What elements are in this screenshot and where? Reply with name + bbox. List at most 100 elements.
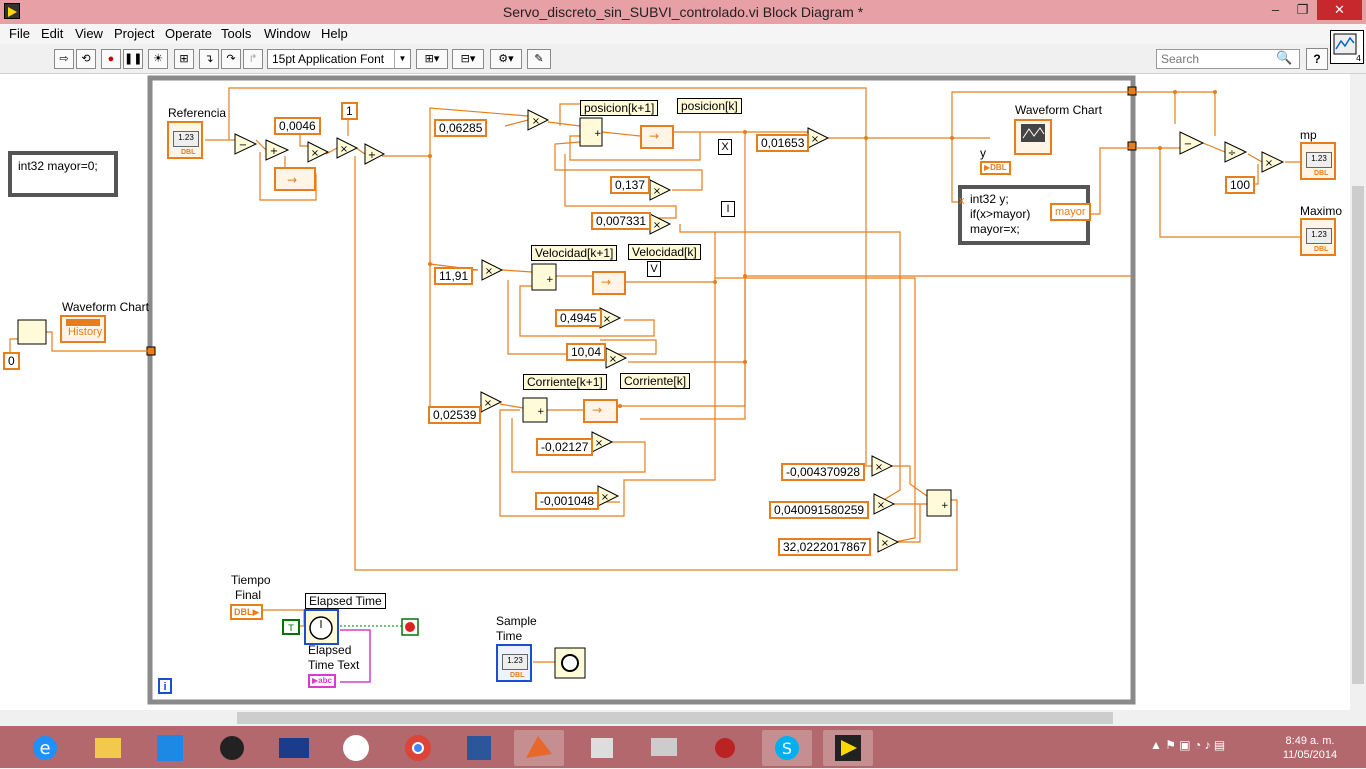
- vi-icon[interactable]: 4: [1330, 30, 1364, 64]
- step-into-icon[interactable]: ↴: [199, 49, 219, 69]
- retain-wire-values-icon[interactable]: ⊞: [174, 49, 194, 69]
- menu-edit[interactable]: Edit: [41, 26, 64, 41]
- network-app-icon[interactable]: [577, 730, 627, 766]
- clean-up-diagram-icon[interactable]: ✎: [527, 49, 551, 69]
- abort-icon[interactable]: ●: [101, 49, 121, 69]
- constant-m02127[interactable]: -0,02127: [536, 438, 594, 456]
- svg-text:e: e: [39, 738, 50, 759]
- computer-app-icon[interactable]: [639, 730, 689, 766]
- menu-project[interactable]: Project: [114, 26, 155, 41]
- svg-text:×: ×: [609, 354, 617, 365]
- rocket-app-icon[interactable]: [145, 730, 195, 766]
- label-maximo: Maximo: [1300, 204, 1343, 218]
- referencia-control[interactable]: [167, 121, 203, 159]
- ie-icon[interactable]: e: [20, 730, 70, 766]
- skype-icon[interactable]: S: [762, 730, 812, 766]
- align-objects-icon[interactable]: ⊞▾: [416, 49, 448, 69]
- constant-137[interactable]: 0,137: [610, 176, 651, 194]
- svg-text:+: +: [546, 275, 554, 285]
- horizontal-scroll-thumb[interactable]: [237, 712, 1113, 724]
- menu-help[interactable]: Help: [321, 26, 348, 41]
- constant-one[interactable]: 1: [341, 102, 358, 120]
- horizontal-scrollbar[interactable]: [0, 710, 1350, 726]
- svg-text:→: →: [601, 275, 611, 289]
- vertical-scroll-thumb[interactable]: [1352, 186, 1364, 684]
- menu-operate[interactable]: Operate: [165, 26, 212, 41]
- block-diagram-canvas[interactable]: −+× ×+× ××× ××× ××× ××× −÷× ++++ →→→→: [0, 74, 1350, 710]
- constant-1004[interactable]: 10,04: [566, 343, 607, 361]
- help-icon[interactable]: ?: [1306, 48, 1328, 70]
- labview-taskbar-icon[interactable]: [823, 730, 873, 766]
- matlab-icon[interactable]: [514, 730, 564, 766]
- distribute-objects-icon[interactable]: ⊟▾: [452, 49, 484, 69]
- font-select[interactable]: 15pt Application Font ▼: [267, 49, 411, 69]
- tray-icons[interactable]: ▲ ⚑ ▣ ◔ ♪ ▤: [1150, 738, 1226, 752]
- formula-line-3: mayor=x;: [970, 222, 1020, 236]
- v-node: V: [647, 261, 661, 277]
- constant-m0043[interactable]: -0,004370928: [781, 463, 866, 481]
- svg-text:→: →: [287, 173, 297, 187]
- menu-window[interactable]: Window: [264, 26, 311, 41]
- font-select-value: 15pt Application Font: [272, 52, 385, 66]
- bug-app-icon[interactable]: [700, 730, 750, 766]
- file-explorer-icon[interactable]: [83, 730, 133, 766]
- label-referencia: Referencia: [168, 106, 227, 120]
- label-elapsed-text-2: Time Text: [308, 658, 360, 672]
- constant-02539[interactable]: 0,02539: [428, 406, 482, 424]
- constant-100[interactable]: 100: [1225, 176, 1256, 194]
- highlight-bulb-icon[interactable]: ☀: [148, 49, 168, 69]
- reorder-icon[interactable]: ⚙▾: [490, 49, 522, 69]
- svg-text:×: ×: [532, 116, 540, 127]
- constant-1191[interactable]: 11,91: [434, 267, 474, 285]
- run-continuously-icon[interactable]: ⟲: [76, 49, 96, 69]
- labview-app-icon[interactable]: [4, 3, 20, 19]
- minimize-button[interactable]: –: [1271, 2, 1280, 17]
- hp-icon[interactable]: [331, 730, 381, 766]
- chrome-icon[interactable]: [393, 730, 443, 766]
- label-velocidad-k1: Velocidad[k+1]: [531, 245, 618, 261]
- constant-01653[interactable]: 0,01653: [756, 134, 810, 152]
- svg-text:×: ×: [811, 134, 819, 145]
- constant-3202[interactable]: 32,0222017867: [778, 538, 872, 556]
- formula-mayor-terminal: mayor: [1050, 203, 1091, 221]
- constant-4945[interactable]: 0,4945: [555, 309, 602, 327]
- svg-text:×: ×: [485, 266, 493, 277]
- mp-indicator[interactable]: [1300, 142, 1336, 180]
- constant-007331[interactable]: 0,007331: [591, 212, 652, 230]
- tiempo-final-control[interactable]: DBL▶: [230, 604, 264, 620]
- search-icon[interactable]: 🔍: [1276, 50, 1293, 65]
- isis-icon[interactable]: [269, 730, 319, 766]
- maximo-indicator[interactable]: [1300, 218, 1336, 256]
- system-clock[interactable]: 8:49 a. m. 11/05/2014: [1280, 734, 1340, 762]
- formula-x-terminal: x: [959, 195, 965, 207]
- constant-zero[interactable]: 0: [3, 352, 20, 370]
- menu-tools[interactable]: Tools: [221, 26, 252, 41]
- svg-text:−: −: [239, 140, 247, 151]
- restore-button[interactable]: ❐: [1296, 2, 1309, 17]
- svg-text:×: ×: [877, 500, 885, 511]
- word-icon[interactable]: [455, 730, 505, 766]
- label-mp: mp: [1300, 128, 1317, 142]
- pause-icon[interactable]: ❚❚: [123, 49, 143, 69]
- constant-06285[interactable]: 0,06285: [434, 119, 488, 137]
- menu-view[interactable]: View: [75, 26, 103, 41]
- run-arrow-icon[interactable]: ⇨: [54, 49, 74, 69]
- search-input[interactable]: Search: [1156, 49, 1300, 69]
- toolbar: ⇨ ⟲ ● ❚❚ ☀ ⊞ ↴ ↷ ↱ 15pt Application Font…: [0, 44, 1366, 74]
- camera-app-icon[interactable]: [207, 730, 257, 766]
- constant-m001048[interactable]: -0,001048: [535, 492, 600, 510]
- label-elapsed-text-1: Elapsed: [308, 643, 352, 657]
- formula-node-outer[interactable]: int32 mayor=0;: [8, 151, 118, 197]
- step-out-icon[interactable]: ↱: [243, 49, 263, 69]
- formula-line-1: int32 y;: [970, 192, 1009, 206]
- step-over-icon[interactable]: ↷: [221, 49, 241, 69]
- vertical-scrollbar[interactable]: [1350, 74, 1366, 710]
- svg-text:+: +: [594, 129, 602, 139]
- sample-time-control[interactable]: [496, 644, 532, 682]
- constant-0400[interactable]: 0,040091580259: [769, 501, 870, 519]
- menu-file[interactable]: File: [9, 26, 30, 41]
- elapsed-time-text-indicator[interactable]: ▶abc: [308, 674, 336, 688]
- close-button[interactable]: ✕: [1317, 0, 1362, 20]
- y-indicator[interactable]: ▶DBL: [980, 161, 1011, 175]
- constant-0046[interactable]: 0,0046: [274, 117, 321, 135]
